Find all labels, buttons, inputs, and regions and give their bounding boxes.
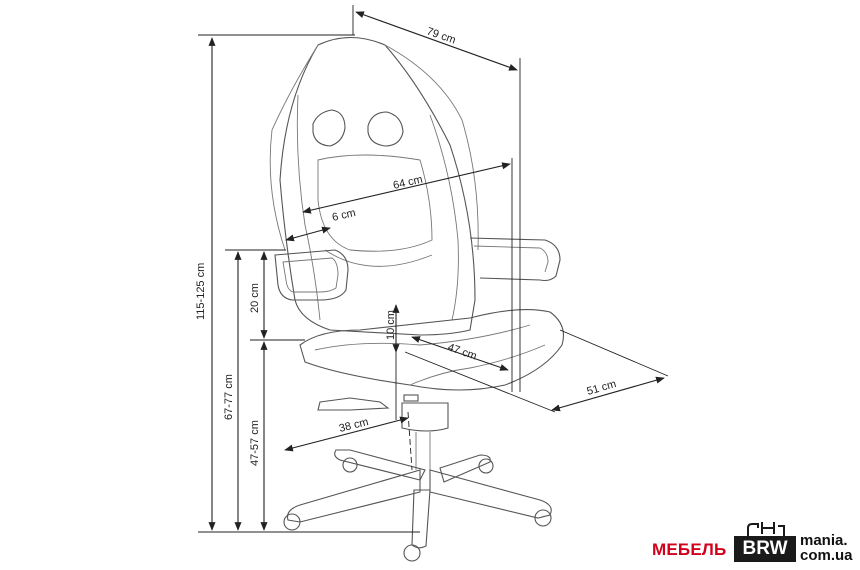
dim-label-armrest-height: 20 cm <box>249 283 261 313</box>
brand-text-box: BRW <box>734 536 796 562</box>
dim-label-seat-thickness: 10 cm <box>385 310 397 340</box>
brand-text-right-top: mania. <box>800 532 848 549</box>
chair-illustration <box>269 37 565 562</box>
sofa-icon <box>747 522 785 536</box>
dim-label-armrest-width: 6 cm <box>331 207 357 224</box>
dim-label-seat-width: 64 cm <box>392 173 424 191</box>
dim-label-width-total: 79 cm <box>425 25 457 46</box>
dim-label-seat-depth: 47 cm <box>446 341 478 362</box>
dim-label-base-depth: 51 cm <box>586 378 618 398</box>
dimension-lines <box>198 5 669 533</box>
dim-label-seat-floor-height: 47-57 cm <box>249 420 261 466</box>
dim-label-armrest-floor-height: 67-77 cm <box>223 374 235 420</box>
brand-logo: МЕБЕЛЬ BRW mania. com.ua <box>652 522 857 566</box>
dim-label-height-total: 115-125 cm <box>195 263 207 320</box>
brand-text-left: МЕБЕЛЬ <box>652 540 727 559</box>
brand-text-right-bottom: com.ua <box>800 547 853 564</box>
